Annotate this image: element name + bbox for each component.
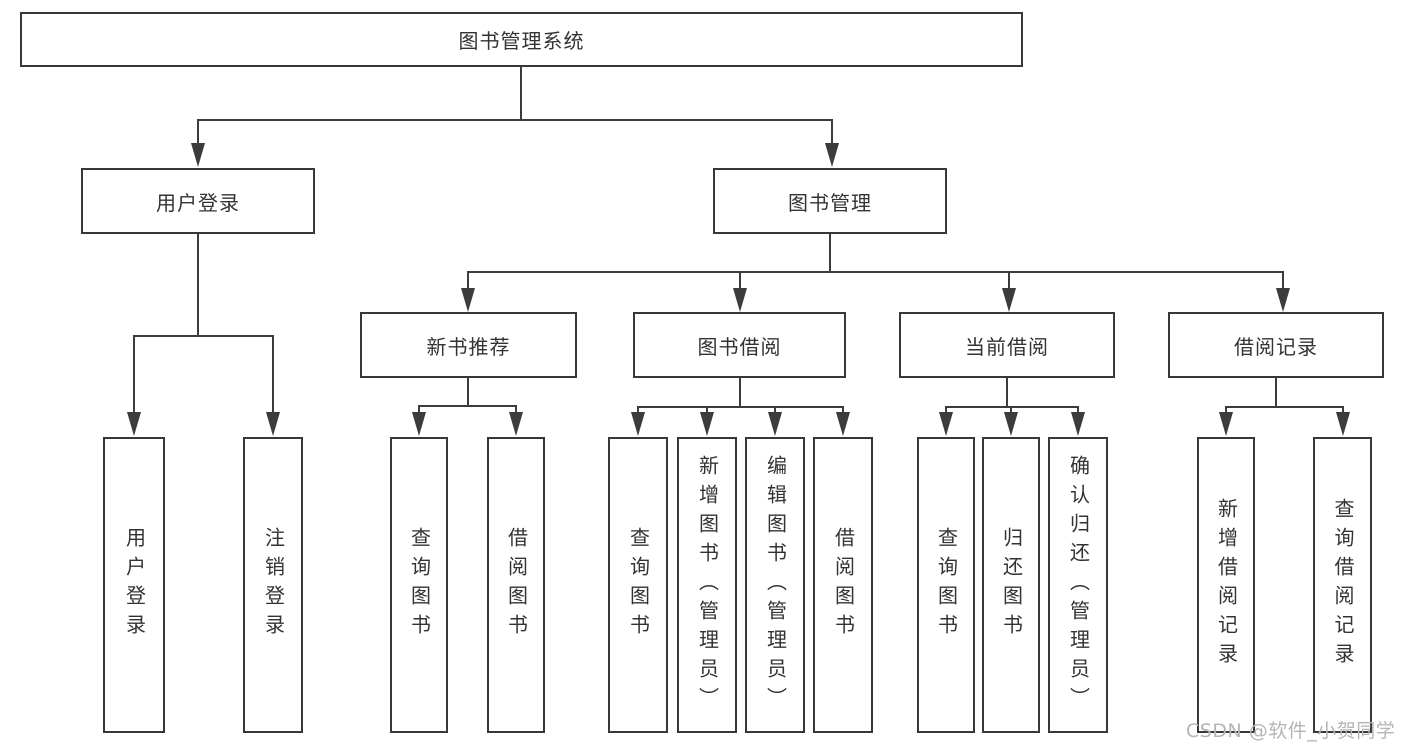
node-book-management: 图书管理 <box>713 168 947 234</box>
node-book-borrowing-label: 图书借阅 <box>697 334 782 359</box>
node-user-login: 用户登录 <box>81 168 315 234</box>
leaf-edit-book-admin: 编辑图书（管理员） <box>745 437 805 733</box>
leaf-return-book: 归还图书 <box>982 437 1040 733</box>
leaf-add-borrow-record-label: 新增借阅记录 <box>1214 498 1239 672</box>
watermark-text: CSDN @软件_小贺同学 <box>1186 720 1396 742</box>
leaf-borrow-books-recommend: 借阅图书 <box>487 437 545 733</box>
node-new-book-recommend-label: 新书推荐 <box>426 334 511 359</box>
leaf-borrow-books-borrowing: 借阅图书 <box>813 437 873 733</box>
leaf-borrow-books-borrowing-label: 借阅图书 <box>831 527 856 643</box>
leaf-return-book-label: 归还图书 <box>999 527 1024 643</box>
leaf-query-borrow-record-label: 查询借阅记录 <box>1331 498 1355 672</box>
leaf-user-login: 用户登录 <box>103 437 165 733</box>
leaf-borrow-books-recommend-label: 借阅图书 <box>504 527 529 643</box>
node-book-management-label: 图书管理 <box>788 190 872 215</box>
leaf-query-borrow-record: 查询借阅记录 <box>1313 437 1372 733</box>
leaf-query-books-borrowing: 查询图书 <box>608 437 668 733</box>
node-user-login-label: 用户登录 <box>156 190 240 215</box>
leaf-confirm-return-admin: 确认归还（管理员） <box>1048 437 1108 733</box>
leaf-query-books-recommend: 查询图书 <box>390 437 448 733</box>
leaf-add-borrow-record: 新增借阅记录 <box>1197 437 1255 733</box>
node-system-root-label: 图书管理系统 <box>458 29 585 53</box>
leaf-logout-label: 注销登录 <box>261 527 286 643</box>
node-book-borrowing: 图书借阅 <box>633 312 846 378</box>
node-system-root: 图书管理系统 <box>20 12 1023 67</box>
leaf-logout: 注销登录 <box>243 437 303 733</box>
leaf-query-books-current-label: 查询图书 <box>934 527 959 643</box>
node-current-borrowing: 当前借阅 <box>899 312 1115 378</box>
leaf-edit-book-admin-label: 编辑图书（管理员） <box>763 454 788 716</box>
node-current-borrowing-label: 当前借阅 <box>965 334 1049 359</box>
node-borrowing-records: 借阅记录 <box>1168 312 1384 378</box>
leaf-user-login-label: 用户登录 <box>122 527 147 643</box>
leaf-add-book-admin: 新增图书（管理员） <box>677 437 737 733</box>
leaf-confirm-return-admin-label: 确认归还（管理员） <box>1066 454 1091 716</box>
leaf-query-books-borrowing-label: 查询图书 <box>626 527 651 643</box>
node-new-book-recommend: 新书推荐 <box>360 312 577 378</box>
leaf-query-books-recommend-label: 查询图书 <box>407 527 432 643</box>
leaf-add-book-admin-label: 新增图书（管理员） <box>695 454 720 716</box>
leaf-query-books-current: 查询图书 <box>917 437 975 733</box>
node-borrowing-records-label: 借阅记录 <box>1234 334 1318 359</box>
